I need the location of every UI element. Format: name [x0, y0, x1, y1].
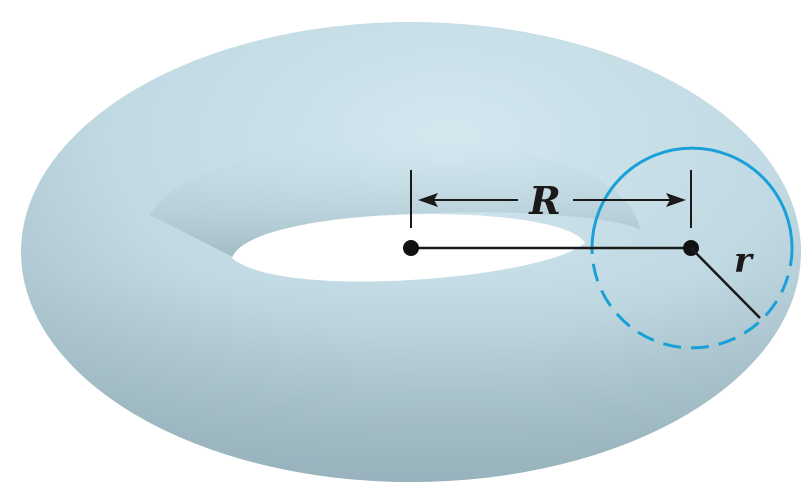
torus-center-point: [403, 240, 419, 256]
torus-inner-surface: [150, 141, 640, 258]
cross-section-circle-front: [590, 146, 794, 249]
minor-radius-label: r: [734, 241, 754, 281]
arrow-right-head-icon: [666, 193, 686, 207]
minor-radius-line: [690, 247, 761, 319]
major-radius-label: R: [528, 178, 561, 223]
cross-section-circle-hidden: [590, 247, 794, 350]
arrow-left-head-icon: [418, 193, 438, 207]
